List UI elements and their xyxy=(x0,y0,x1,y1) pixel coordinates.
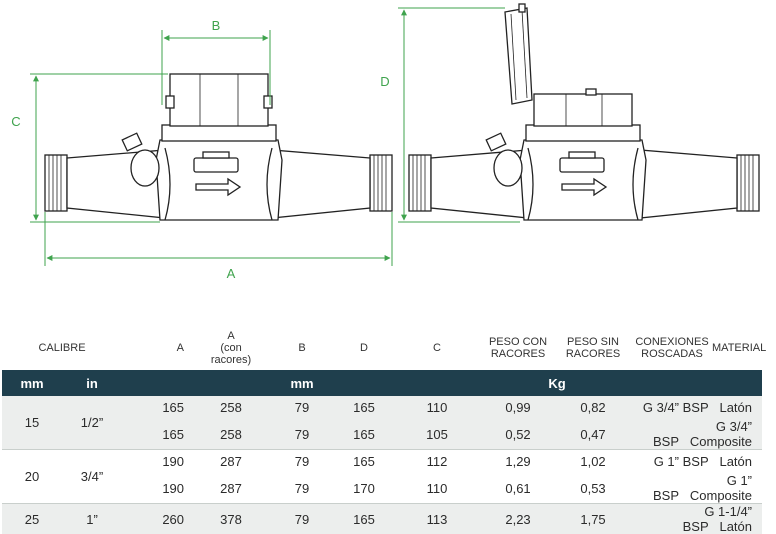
calibre-in: 1” xyxy=(62,504,122,534)
cell-b: 79 xyxy=(268,473,336,504)
calibre-mm: 20 xyxy=(2,450,62,504)
header-a-racores-line3: racores) xyxy=(211,354,251,366)
units-row: mm in mm Kg xyxy=(2,370,762,396)
calibre-mm: 15 xyxy=(2,396,62,450)
cell-d: 165 xyxy=(336,450,392,474)
cell-a: 165 xyxy=(122,419,194,450)
cell-b: 79 xyxy=(268,450,336,474)
calibre-mm: 25 xyxy=(2,504,62,534)
cell-peso-con: 2,23 xyxy=(482,504,554,534)
cell-material: Latón xyxy=(719,454,752,469)
cell-c: 113 xyxy=(392,504,482,534)
cell-c: 105 xyxy=(392,419,482,450)
cell-d: 165 xyxy=(336,419,392,450)
header-material: MATERIAL xyxy=(712,326,762,370)
cell-conexion: G 1” BSP xyxy=(654,454,709,469)
unit-dimensions: mm xyxy=(122,370,482,396)
cell-peso-sin: 0,53 xyxy=(554,473,632,504)
table-row: 25 1” 260 378 79 165 113 2,23 1,75 G 1-1… xyxy=(2,504,762,534)
cell-a: 260 xyxy=(122,504,194,534)
header-b: B xyxy=(268,326,336,370)
cell-conexion-material: G 1” BSP Composite xyxy=(632,473,762,504)
cell-a: 190 xyxy=(122,473,194,504)
specifications-table: CALIBRE A A (con racores) B D C PESO CON… xyxy=(2,326,762,534)
cell-a-racores: 287 xyxy=(194,473,268,504)
cell-c: 110 xyxy=(392,473,482,504)
cell-c: 112 xyxy=(392,450,482,474)
header-peso-con-line2: RACORES xyxy=(491,348,545,360)
header-conexiones-line2: ROSCADAS xyxy=(641,348,703,360)
calibre-in: 1/2” xyxy=(62,396,122,450)
cell-peso-con: 0,99 xyxy=(482,396,554,419)
header-a-racores-line2: (con xyxy=(220,342,241,354)
cell-conexion-material: G 1” BSP Latón xyxy=(632,450,762,474)
meter-right-drawing xyxy=(409,4,759,220)
cell-material: Latón xyxy=(719,519,752,534)
header-calibre: CALIBRE xyxy=(2,326,122,370)
cell-peso-con: 0,61 xyxy=(482,473,554,504)
cell-a-racores: 287 xyxy=(194,450,268,474)
cell-b: 79 xyxy=(268,419,336,450)
cell-material: Composite xyxy=(690,488,752,503)
meter-left-drawing xyxy=(45,74,392,220)
cell-a: 165 xyxy=(122,396,194,419)
header-peso-con-line1: PESO CON xyxy=(489,336,547,348)
header-peso-sin: PESO SIN RACORES xyxy=(554,326,632,370)
cell-a: 190 xyxy=(122,450,194,474)
cell-material: Latón xyxy=(719,400,752,415)
cell-d: 165 xyxy=(336,396,392,419)
header-a-racores-line1: A xyxy=(227,330,234,342)
cell-a-racores: 258 xyxy=(194,396,268,419)
unit-weight: Kg xyxy=(482,370,632,396)
cell-a-racores: 258 xyxy=(194,419,268,450)
dimension-label-c: C xyxy=(11,114,20,129)
cell-peso-sin: 1,75 xyxy=(554,504,632,534)
header-conexiones-line1: CONEXIONES xyxy=(635,336,708,348)
unit-in: in xyxy=(62,370,122,396)
header-peso-sin-line2: RACORES xyxy=(566,348,620,360)
cell-b: 79 xyxy=(268,396,336,419)
cell-peso-con: 0,52 xyxy=(482,419,554,450)
unit-mm: mm xyxy=(2,370,62,396)
cell-peso-con: 1,29 xyxy=(482,450,554,474)
table-row: 15 1/2” 165 258 79 165 110 0,99 0,82 G 3… xyxy=(2,396,762,419)
cell-conexion-material: G 1-1/4” BSP Latón xyxy=(632,504,762,534)
calibre-in: 3/4” xyxy=(62,450,122,504)
header-a-racores: A (con racores) xyxy=(194,326,268,370)
table-row: 20 3/4” 190 287 79 165 112 1,29 1,02 G 1… xyxy=(2,450,762,474)
header-peso-sin-line1: PESO SIN xyxy=(567,336,619,348)
table-header-row: CALIBRE A A (con racores) B D C PESO CON… xyxy=(2,326,762,370)
cell-d: 170 xyxy=(336,473,392,504)
cell-peso-sin: 0,82 xyxy=(554,396,632,419)
cell-peso-sin: 0,47 xyxy=(554,419,632,450)
technical-drawing: B C A D xyxy=(0,0,776,300)
cell-material: Composite xyxy=(690,434,752,449)
cell-conexion-material: G 3/4” BSP Composite xyxy=(632,419,762,450)
cell-peso-sin: 1,02 xyxy=(554,450,632,474)
cell-d: 165 xyxy=(336,504,392,534)
header-peso-con: PESO CON RACORES xyxy=(482,326,554,370)
cell-conexion-material: G 3/4” BSP Latón xyxy=(632,396,762,419)
dimension-label-d: D xyxy=(380,74,389,89)
dimension-label-a: A xyxy=(227,266,236,281)
cell-b: 79 xyxy=(268,504,336,534)
header-c: C xyxy=(392,326,482,370)
cell-a-racores: 378 xyxy=(194,504,268,534)
cell-c: 110 xyxy=(392,396,482,419)
dimension-label-b: B xyxy=(212,18,221,33)
header-d: D xyxy=(336,326,392,370)
unit-blank xyxy=(632,370,762,396)
header-conexiones: CONEXIONES ROSCADAS xyxy=(632,326,712,370)
header-a: A xyxy=(122,326,194,370)
cell-conexion: G 3/4” BSP xyxy=(643,400,709,415)
